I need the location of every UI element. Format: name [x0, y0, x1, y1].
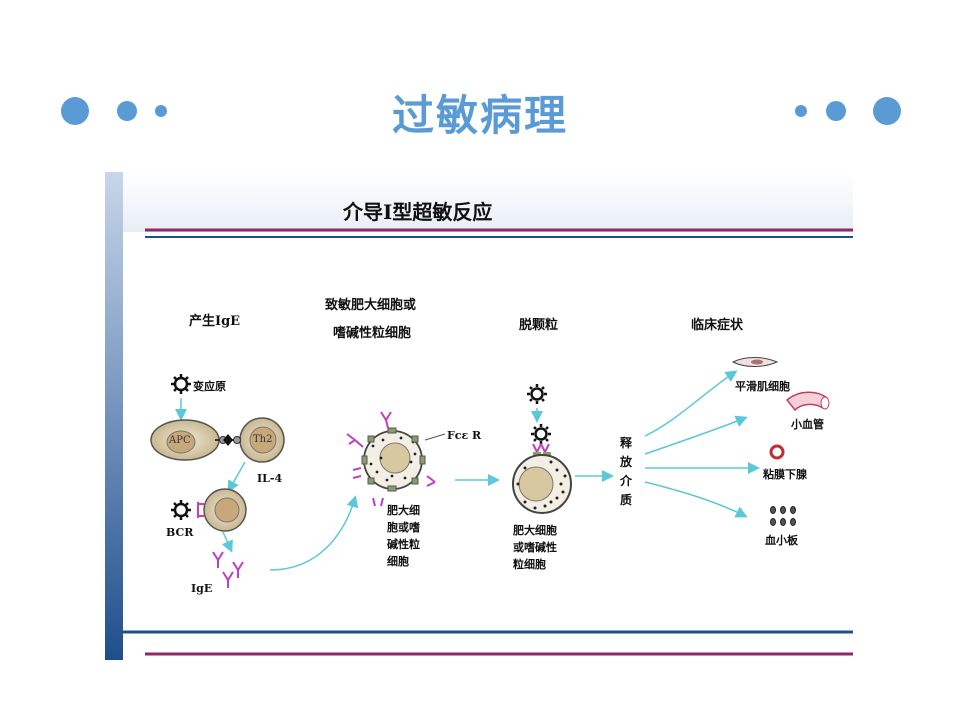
allergen-icon-bound: [531, 424, 551, 444]
column-sensitized-line1: 致敏肥大细胞或: [325, 298, 417, 313]
antigen-link-icon: [215, 434, 241, 446]
label-smooth-muscle: 平滑肌细胞: [735, 380, 790, 393]
dot-right-small: [795, 105, 807, 117]
smooth-muscle-icon: [731, 357, 779, 367]
label-platelet: 血小板: [765, 534, 798, 547]
allergen-icon: [171, 374, 191, 394]
column-produce-ige: 产生IgE: [189, 314, 241, 329]
dot-left-medium: [117, 101, 137, 121]
label-th2: Th2: [253, 434, 273, 445]
column-clinical: 临床症状: [691, 318, 744, 333]
page-title: 过敏病理: [391, 91, 568, 140]
sensitized-mast-cell: [346, 411, 436, 507]
left-band: [105, 172, 123, 660]
degranulating-mast-cell: [512, 452, 572, 514]
mediator-release-label: 释 放 介 质: [619, 436, 632, 507]
label-apc: APC: [169, 435, 191, 446]
degranulating-cell-caption: 肥大细胞 或嗜碱性 粒细胞: [513, 524, 557, 571]
dot-left-large: [61, 97, 89, 125]
hypersensitivity-figure: 介导Ⅰ型超敏反应 产生IgE 致敏肥大细胞或 嗜碱性粒细胞 脱颗粒 临床症状 变…: [105, 172, 853, 660]
label-small-vessel: 小血管: [791, 418, 824, 431]
top-band: [105, 172, 853, 232]
label-bcr: BCR: [166, 526, 194, 539]
small-vessel-icon: [785, 391, 830, 412]
allergen-icon-top: [527, 384, 547, 404]
label-ige: IgE: [191, 582, 213, 595]
column-degranulation: 脱颗粒: [519, 318, 559, 333]
dot-left-small: [155, 105, 167, 117]
platelet-icon: [770, 506, 796, 526]
dot-right-medium: [826, 101, 846, 121]
ige-antibodies-icon: [212, 551, 244, 588]
label-mucous-gland: 粘膜下腺: [763, 468, 807, 481]
figure-drawing: [105, 172, 853, 660]
mucous-gland-icon: [769, 444, 785, 460]
label-allergen: 变应原: [193, 380, 226, 393]
bcr-icon: [197, 502, 204, 518]
label-fce-r: Fcε R: [447, 429, 482, 442]
figure-heading: 介导Ⅰ型超敏反应: [343, 200, 493, 224]
label-il4: IL-4: [257, 472, 283, 485]
dot-right-large: [873, 97, 901, 125]
mast-cell-caption: 肥大细 胞或嗜 碱性粒 细胞: [387, 504, 420, 568]
column-sensitized-line2: 嗜碱性粒细胞: [333, 326, 412, 341]
allergen-bcr-icon: [171, 500, 191, 520]
